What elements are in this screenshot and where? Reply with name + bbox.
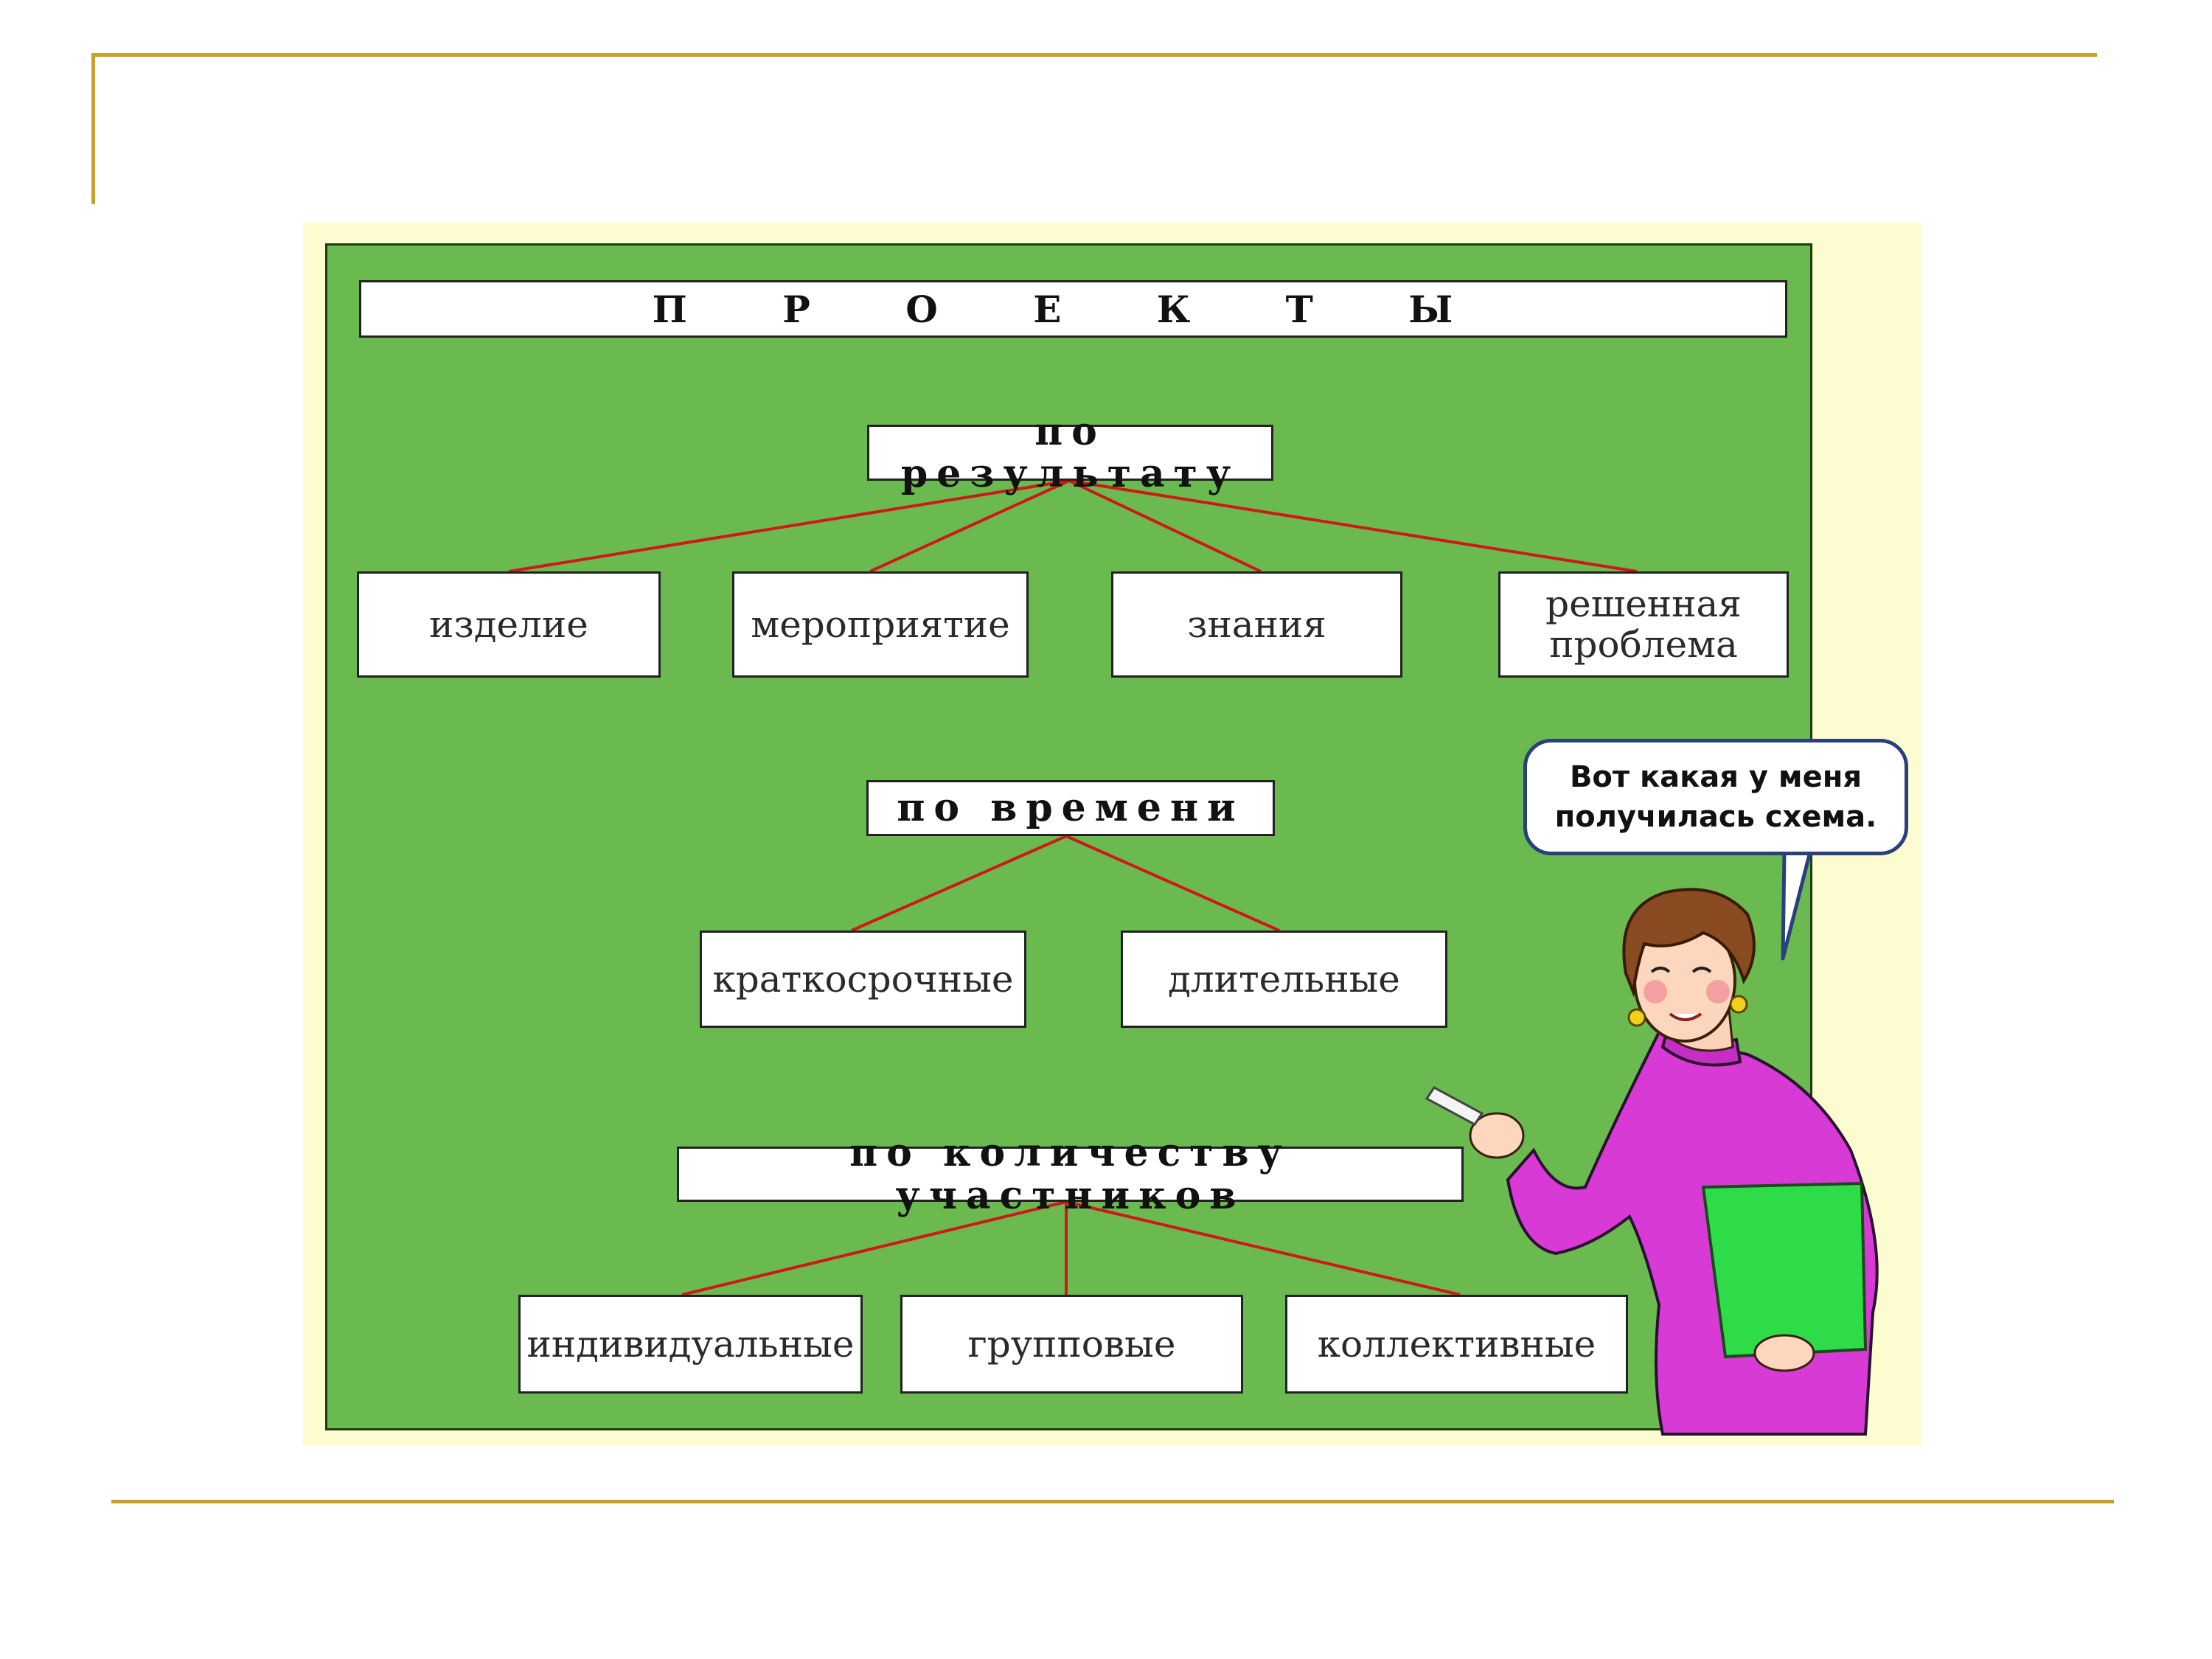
node-event: мероприятие <box>732 571 1029 678</box>
node-group: групповые <box>900 1295 1243 1394</box>
node-solved-problem: решенная проблема <box>1498 571 1789 678</box>
node-short-term: краткосрочные <box>700 931 1026 1028</box>
node-individual: индивидуальные <box>518 1295 863 1394</box>
top-frame-rule <box>91 53 2097 57</box>
node-knowledge: знания <box>1111 571 1402 678</box>
category-by-participants: по количеству участников <box>677 1132 1464 1217</box>
category-by-result: по результату <box>867 411 1273 495</box>
category-by-time: по времени <box>866 780 1275 836</box>
node-product: изделие <box>357 571 661 678</box>
bottom-frame-rule <box>111 1500 2114 1503</box>
node-long-term: длительные <box>1121 931 1447 1028</box>
diagram-title: П Р О Е К Т Ы <box>359 280 1787 338</box>
speech-bubble: Вот какая у меня получилась схема. <box>1523 739 1908 855</box>
left-frame-rule <box>91 53 95 204</box>
node-collective: коллективные <box>1285 1295 1628 1394</box>
